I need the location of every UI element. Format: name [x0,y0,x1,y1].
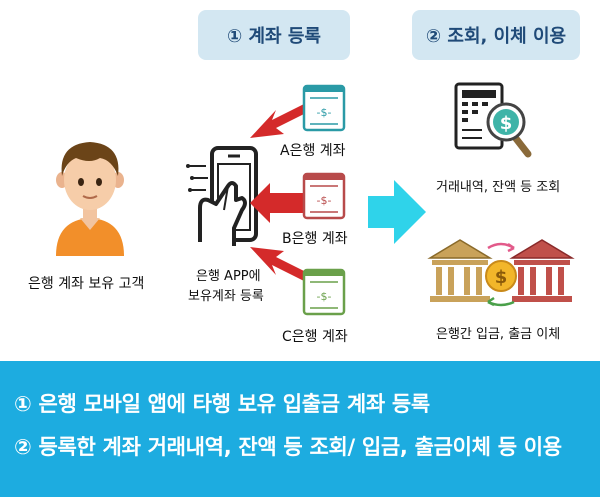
step1-pill: ① 계좌 등록 [198,10,350,60]
big-right-arrow [368,180,426,244]
account-b-card-icon: -$- [302,172,346,220]
app-label-line1: 은행 APP에 [196,269,261,284]
account-b-card-symbol: -$- [317,194,332,207]
transfer-label: 은행간 입금, 출금 이체 [436,327,561,342]
step1-label: ① 계좌 등록 [226,26,321,47]
account-c-label: C은행 계좌 [282,329,348,345]
account-a-label: A은행 계좌 [280,143,346,159]
inquiry-icon: $ [454,82,532,158]
step2-pill: ② 조회, 이체 이용 [412,10,580,60]
account-c-card-symbol: -$- [317,290,332,303]
step2-label: ② 조회, 이체 이용 [425,26,567,47]
bank-transfer-icon: $ [427,239,575,307]
customer-avatar-icon [56,142,124,256]
svg-text:$: $ [500,113,513,134]
arrow-c-to-app [250,247,308,283]
svg-text:$: $ [495,267,508,288]
arrow-b-to-app [250,183,308,223]
customer-label: 은행 계좌 보유 고객 [28,276,145,292]
summary-line-1: ① 은행 모바일 앱에 타행 보유 입출금 계좌 등록 [14,392,430,416]
account-c-card-icon: -$- [302,268,346,316]
mobile-app-icon [186,146,258,246]
account-a-card-icon: -$- [302,84,346,132]
account-a-card-symbol: -$- [317,106,332,119]
app-label-line2: 보유계좌 등록 [188,289,264,304]
account-b-label: B은행 계좌 [282,231,348,247]
inquiry-label: 거래내역, 잔액 등 조회 [436,180,561,195]
arrow-a-to-app [250,102,308,138]
summary-banner [0,361,600,497]
summary-line-2: ② 등록한 계좌 거래내역, 잔액 등 조회/ 입금, 출금이체 등 이용 [14,435,562,459]
